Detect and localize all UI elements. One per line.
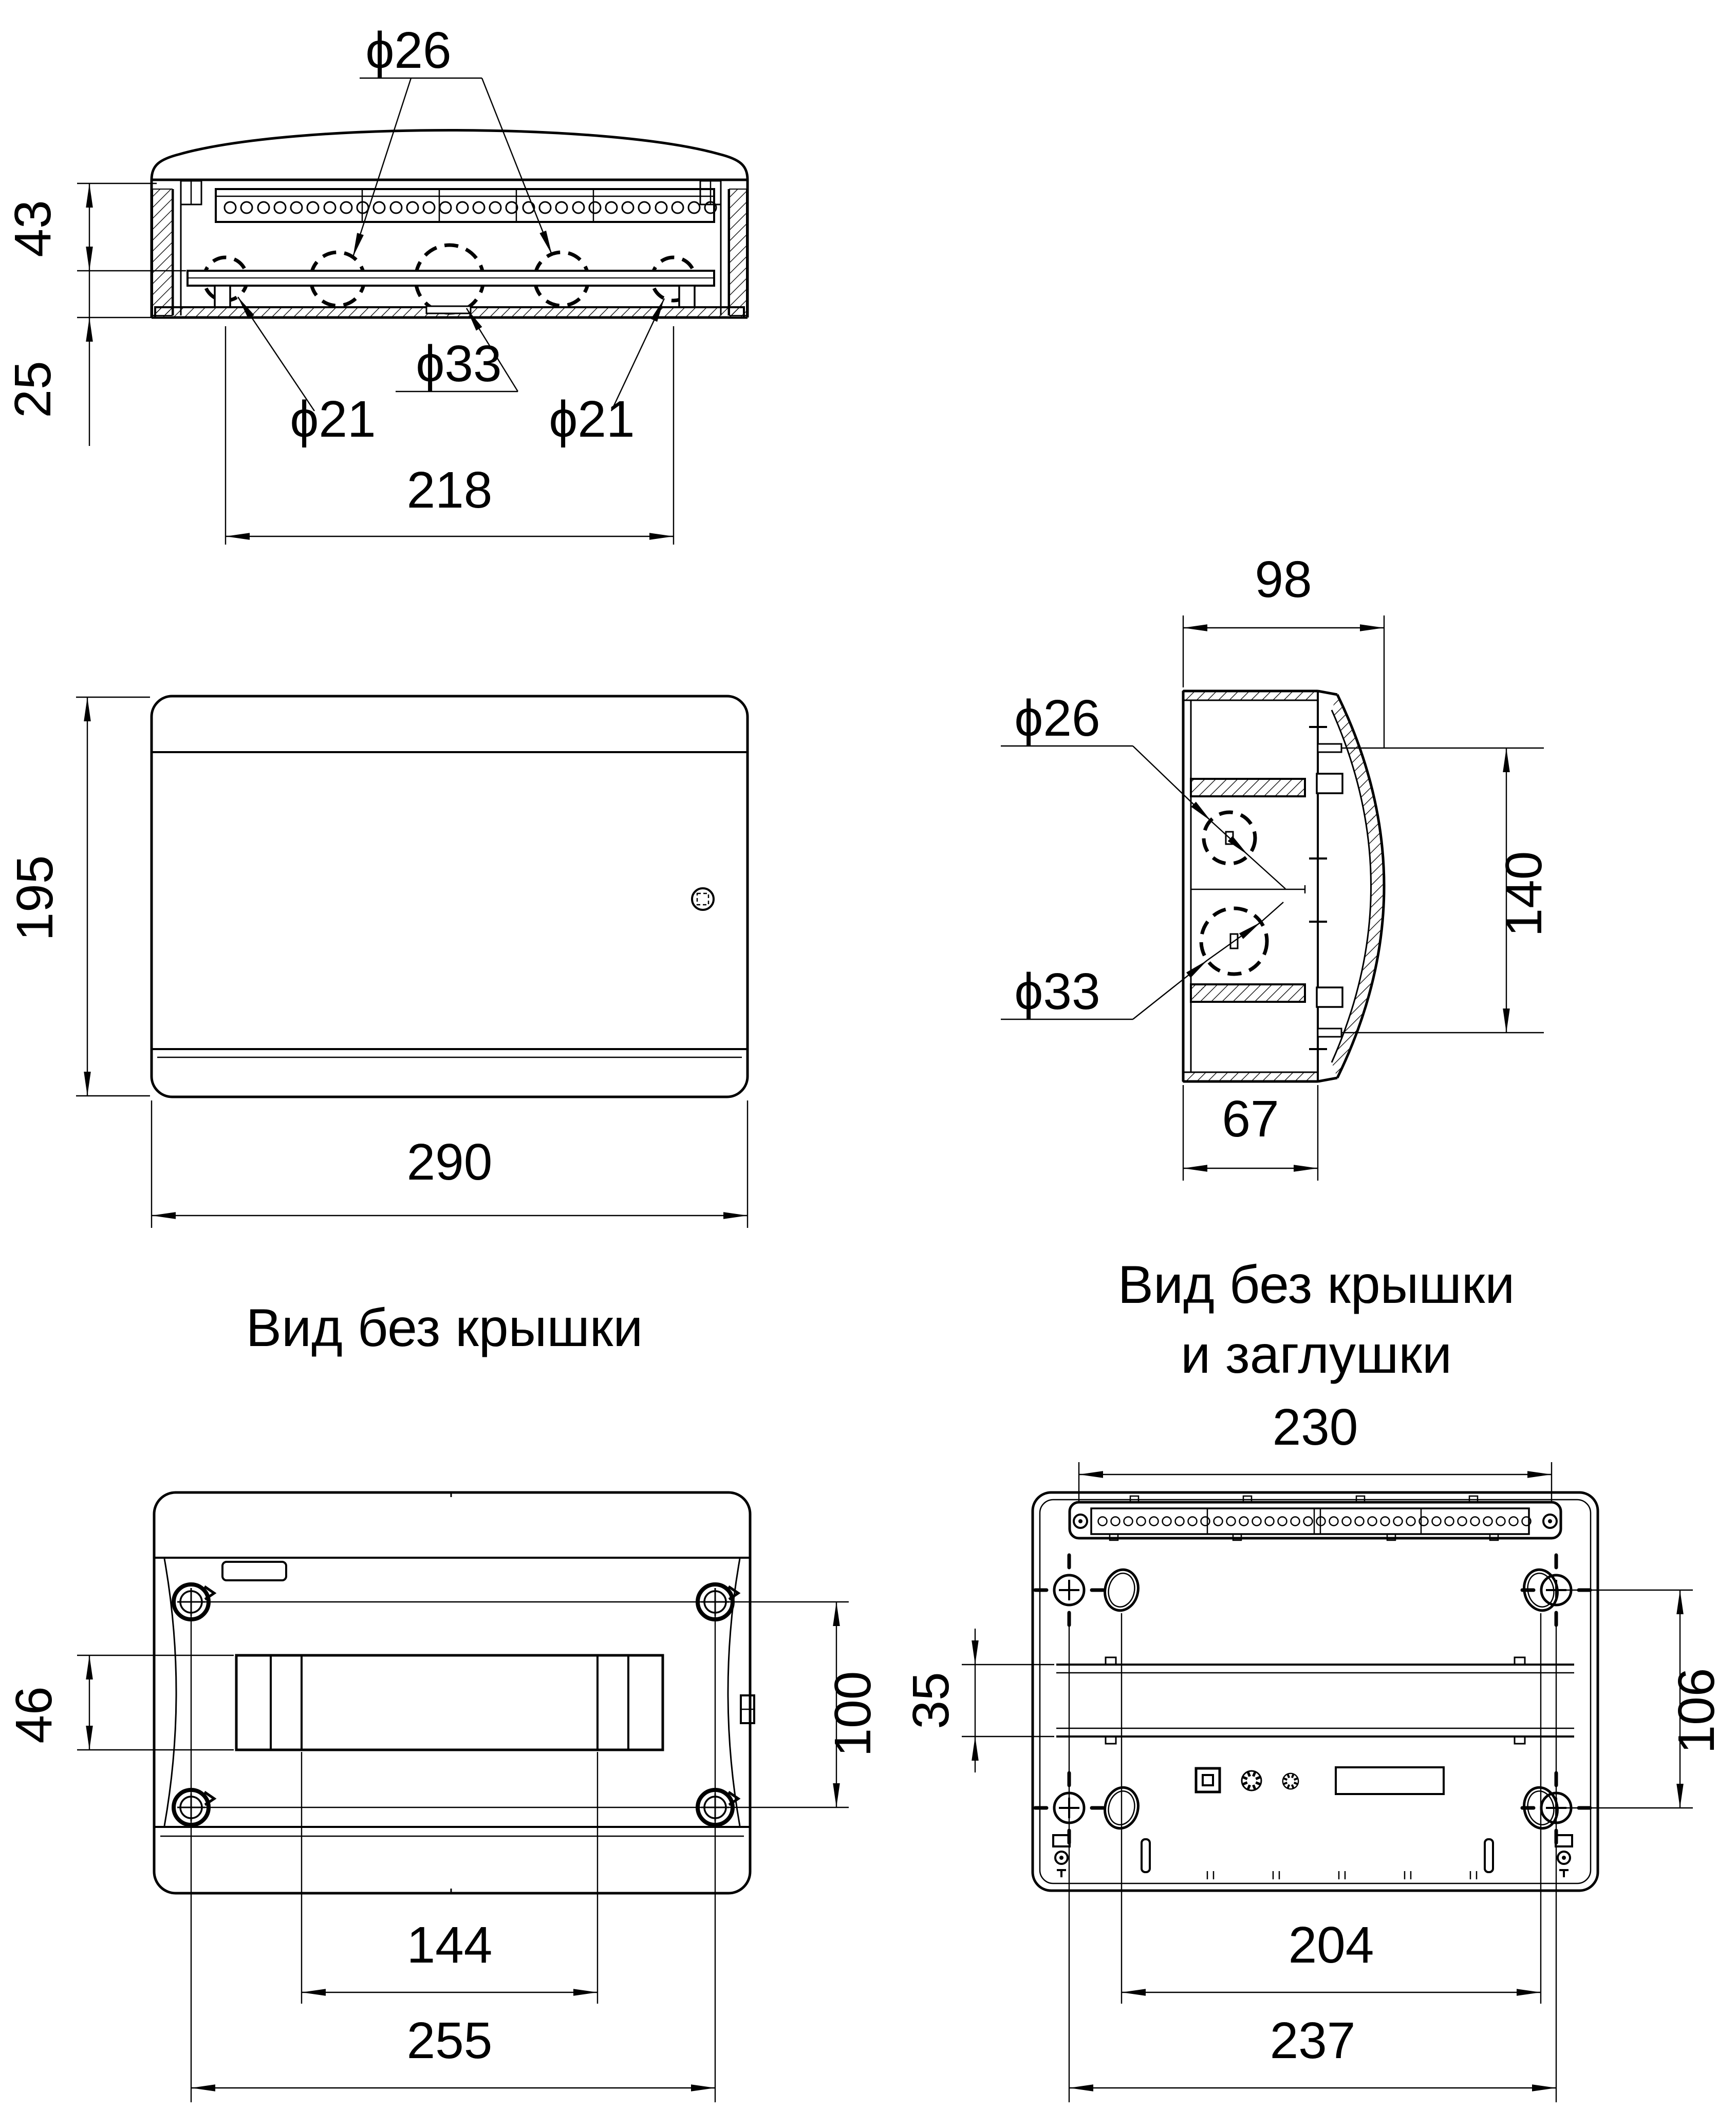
- view-back: 230 35 106 204 237: [902, 1398, 1725, 2102]
- dim-237: 237: [1068, 1623, 1557, 2102]
- dim-35: 35: [902, 1629, 1054, 1772]
- dim-98: 98: [1182, 551, 1385, 748]
- floor-section: [154, 305, 745, 319]
- label-phi33-side: ϕ33: [1001, 902, 1284, 1020]
- dim-140: 140: [1342, 747, 1553, 1034]
- dim-195: 195: [6, 696, 150, 1097]
- din-bar-section: [186, 270, 715, 308]
- cover-section: [150, 129, 749, 319]
- side-knockout-33: [1199, 906, 1269, 976]
- dim-218-label: 218: [407, 461, 493, 519]
- dim-46: 46: [5, 1654, 234, 1751]
- dim-100-label: 100: [824, 1671, 882, 1757]
- dim-43: 43: [4, 182, 186, 272]
- phi26-side-label: ϕ26: [1014, 689, 1100, 747]
- dim-25: 25: [4, 271, 288, 446]
- dim-140-label: 140: [1495, 851, 1553, 937]
- label-phi21-right: ϕ21: [549, 298, 665, 448]
- dim-204: 204: [1121, 1613, 1542, 2004]
- view-top-section: 43 25 218 ϕ26 ϕ33 ϕ21: [4, 22, 749, 545]
- din-rail: [235, 1654, 664, 1751]
- dim-35-label: 35: [902, 1672, 960, 1729]
- side-view-caption-line1: Вид без крышки: [1118, 1255, 1515, 1315]
- phi33-side-label: ϕ33: [1014, 963, 1100, 1020]
- label-phi21-left: ϕ21: [237, 296, 376, 448]
- dim-46-label: 46: [5, 1686, 63, 1743]
- dim-144-label: 144: [407, 1916, 493, 1974]
- dim-106-label: 106: [1668, 1668, 1725, 1754]
- phi33-label: ϕ33: [416, 335, 501, 393]
- dim-98-label: 98: [1255, 551, 1312, 608]
- rail-band: [1056, 1656, 1574, 1745]
- dim-218: 218: [225, 326, 675, 545]
- dim-106: 106: [1564, 1589, 1725, 1809]
- interior-outline: [153, 1491, 752, 1895]
- dim-290: 290: [151, 1100, 749, 1228]
- dim-237-label: 237: [1270, 2012, 1356, 2069]
- dim-67-label: 67: [1222, 1090, 1279, 1148]
- view-interior: 46 100 144 255: [5, 1491, 882, 2102]
- dim-100: 100: [195, 1601, 882, 1808]
- dim-43-label: 43: [4, 200, 62, 257]
- phi21-right-label: ϕ21: [549, 390, 634, 448]
- dim-230: 230: [1078, 1398, 1553, 1502]
- dim-204-label: 204: [1289, 1916, 1374, 1974]
- front-view-caption: Вид без крышки: [246, 1298, 643, 1358]
- front-outline: [150, 695, 749, 1098]
- phi21-left-label: ϕ21: [290, 390, 376, 448]
- dim-255-label: 255: [407, 2012, 493, 2069]
- back-center-features: [1194, 1766, 1445, 1795]
- phi26-label: ϕ26: [365, 22, 451, 79]
- view-side-section: ϕ26 ϕ33 98 140 67: [1001, 551, 1553, 1385]
- label-phi26-side: ϕ26: [1001, 689, 1286, 889]
- side-body-section: [1182, 689, 1343, 1083]
- dim-230-label: 230: [1273, 1398, 1358, 1456]
- terminal-strip-back: [1068, 1495, 1562, 1541]
- label-phi33: ϕ33: [396, 308, 519, 393]
- side-knockout-26: [1202, 810, 1257, 866]
- dim-290-label: 290: [407, 1133, 493, 1191]
- side-knockouts: [1199, 810, 1269, 976]
- terminal-strip-section: [215, 188, 717, 223]
- cover-arc-section: [1317, 689, 1386, 1083]
- dim-255: 255: [190, 1607, 716, 2102]
- back-bottom-features: [1052, 1834, 1573, 1879]
- label-phi26: ϕ26: [352, 22, 553, 257]
- dim-144: 144: [301, 1752, 599, 2004]
- door-lock: [691, 887, 715, 911]
- side-view-caption-line2: и заглушки: [1181, 1325, 1452, 1385]
- dim-25-label: 25: [4, 361, 62, 418]
- dim-67: 67: [1182, 1085, 1319, 1181]
- label-window: [221, 1561, 287, 1581]
- view-front: 195 290 Вид без крышки: [6, 695, 749, 1358]
- back-outline: [1031, 1491, 1599, 1892]
- dim-195-label: 195: [6, 855, 64, 941]
